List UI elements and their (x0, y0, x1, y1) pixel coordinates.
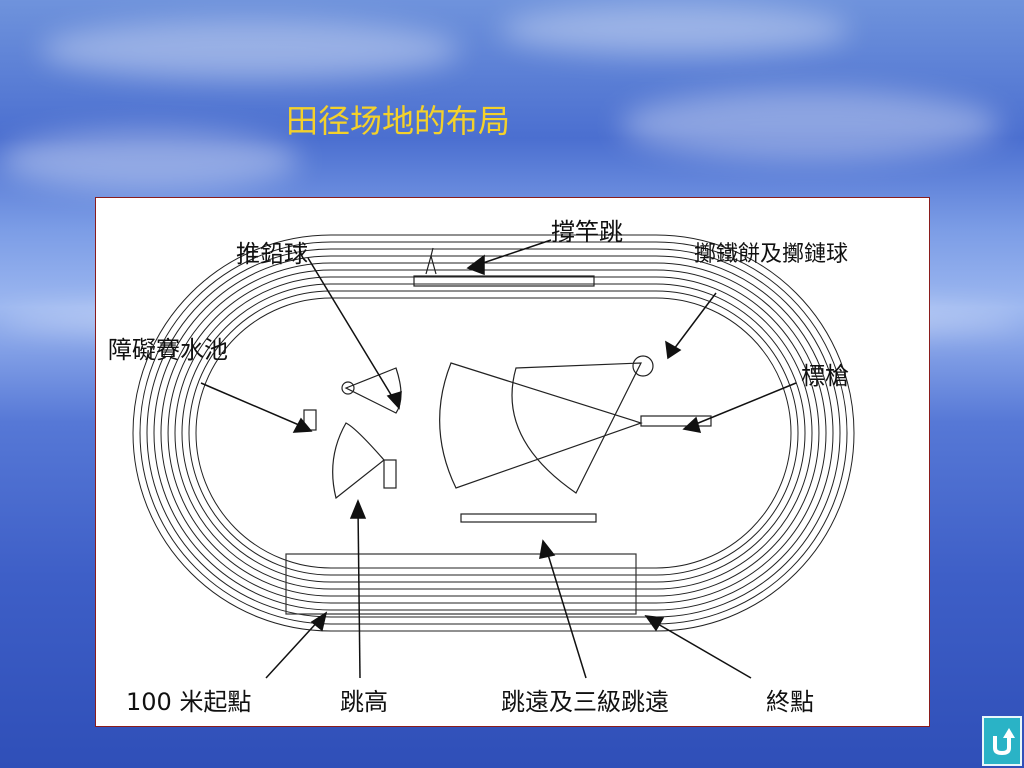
javelin-sector (439, 362, 643, 489)
label-long-triple-jump: 跳遠及三級跳遠 (501, 688, 669, 716)
track-lane (160, 262, 827, 604)
pointer-arrows (200, 239, 797, 679)
running-track (132, 234, 855, 632)
arrowhead (665, 340, 682, 360)
track-lane (188, 290, 799, 576)
arrowhead (644, 615, 665, 632)
discus-sector (511, 362, 642, 494)
nav-return-button[interactable] (982, 716, 1022, 766)
label-100m-start: 100 米起點 (126, 688, 252, 716)
label-pole-vault: 撐竿跳 (551, 218, 623, 246)
label-high-jump: 跳高 (340, 688, 388, 716)
field-markings (285, 247, 712, 615)
slide-title: 田径场地的布局 (286, 102, 511, 140)
javelin-runway (640, 415, 712, 427)
track-lane (174, 276, 813, 590)
track-lane (181, 283, 806, 583)
arrow-shot-put (307, 257, 397, 404)
arrowhead (539, 539, 556, 559)
arrowhead (292, 417, 313, 433)
u-turn-arrow-icon (993, 728, 1015, 756)
label-discus-hammer: 擲鐵餅及擲鏈球 (694, 242, 849, 267)
label-steeplechase-pit: 障礙賽水池 (108, 336, 228, 364)
cloud (620, 90, 1000, 160)
track-lane (167, 269, 820, 597)
arrowhead (310, 611, 328, 632)
label-finish: 終點 (766, 688, 814, 716)
arrow-javelin (690, 382, 797, 427)
track-lane (153, 255, 834, 611)
cloud (0, 130, 300, 190)
start-grid (285, 553, 637, 615)
arrowhead (466, 254, 485, 276)
label-javelin: 標槍 (801, 362, 849, 390)
track-lane (139, 241, 848, 625)
high-jump-fan (332, 422, 385, 500)
arrow-100m-start (265, 617, 322, 679)
track-lane (146, 248, 841, 618)
arrow-pole-vault (473, 239, 552, 267)
arrowhead (349, 499, 367, 519)
discus-circle (632, 355, 654, 377)
arrow-finish (650, 619, 752, 679)
arrow-high-jump (357, 507, 361, 679)
arrowhead (682, 416, 702, 433)
long-jump-runway (460, 513, 597, 523)
shot-put-circle (341, 381, 355, 395)
cloud (500, 5, 850, 55)
cloud (40, 20, 460, 80)
track-field-diagram: 撐竿跳 推鉛球 擲鐵餅及擲鏈球 障礙賽水池 標槍 100 米起點 跳高 跳遠及三… (95, 197, 930, 727)
high-jump-mat (383, 459, 397, 489)
track-lane (132, 234, 855, 632)
label-shot-put: 推鉛球 (236, 240, 308, 268)
arrow-steeplechase (200, 382, 307, 429)
arrow-discus (670, 292, 717, 354)
pole-vault-runway (413, 275, 595, 287)
arrowhead (386, 390, 402, 410)
track-diagram-svg (132, 234, 855, 679)
shot-put-sector (344, 367, 402, 414)
arrow-long-jump (545, 547, 587, 679)
pole-vault-stand (425, 247, 437, 275)
track-lane (195, 297, 792, 569)
